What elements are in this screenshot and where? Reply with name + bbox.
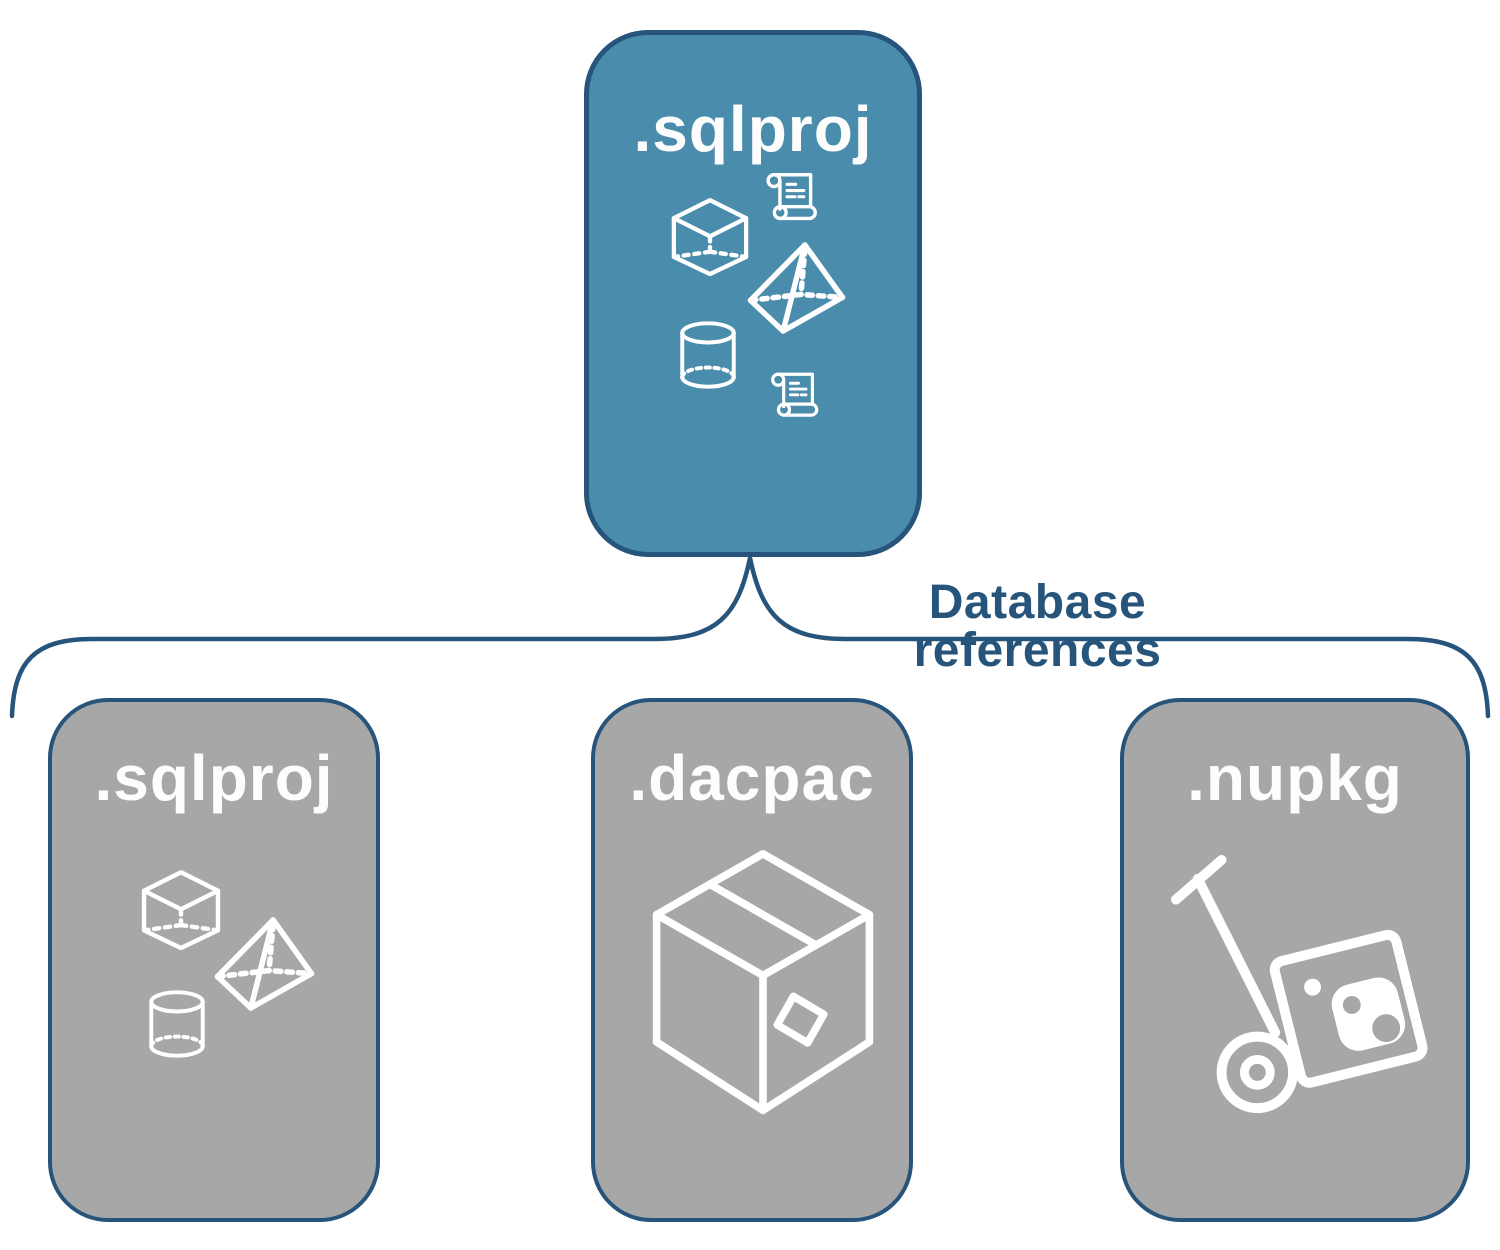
connector-label: Database references [913,576,1162,677]
cylinder-icon [680,321,736,389]
node-title: .sqlproj [633,93,873,165]
scroll-icon [766,173,817,221]
scroll-icon [771,372,819,417]
hand-truck-wheel-hub [1239,1054,1275,1090]
hand-truck-frame [1192,873,1281,1038]
cube-icon [671,198,749,277]
pyramid-icon [747,242,846,334]
node-title: .nupkg [1187,742,1403,814]
node-title: .dacpac [629,742,875,814]
package-icon [652,850,874,1115]
pyramid-icon [214,917,315,1011]
cylinder-icon [149,990,205,1058]
hand-truck-package-icon [1170,854,1428,1114]
node-sqlproj-child: .sqlproj [48,698,380,1222]
node-title: .sqlproj [94,742,334,814]
cube-icon [141,870,221,951]
hand-truck-wheel [1216,1031,1299,1114]
node-nupkg: .nupkg [1120,698,1470,1222]
nuget-package-icon [1269,929,1428,1088]
node-dacpac: .dacpac [591,698,913,1222]
node-sqlproj-root: .sqlproj [584,30,922,557]
